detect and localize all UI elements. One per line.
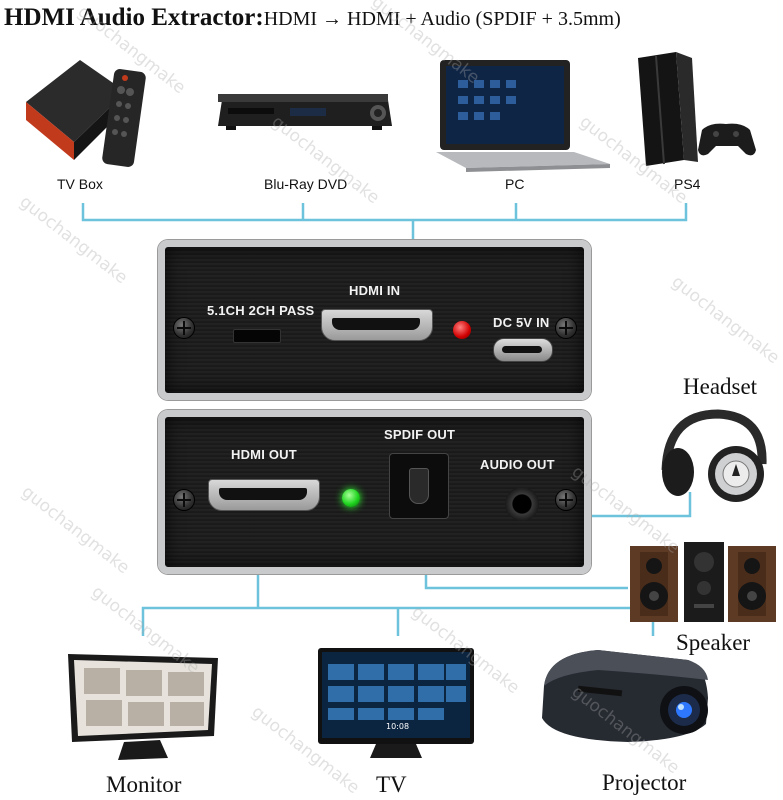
title-main: HDMI Audio Extractor: (4, 4, 264, 31)
audio-out-label: AUDIO OUT (480, 457, 555, 472)
display-device-projector (538, 640, 716, 750)
speaker-icon (630, 542, 776, 622)
source-device-tv-box (18, 42, 148, 167)
display-device-monitor (64, 650, 222, 762)
source-label-pc: PC (505, 176, 525, 192)
display-label-projector: Projector (602, 770, 687, 795)
audio-device-speaker (628, 540, 780, 624)
headphones-icon (661, 409, 767, 502)
projector-icon (542, 650, 708, 742)
tv-icon (318, 648, 474, 758)
display-device-tv: 10:08 (316, 646, 476, 764)
tv-box-icon (26, 60, 146, 167)
extractor-output-panel: HDMI OUT SPDIF OUT AUDIO OUT (158, 410, 591, 574)
signal-led-icon (342, 489, 360, 507)
screw-icon (173, 317, 195, 339)
audio-label-headset: Headset (683, 374, 758, 399)
mode-switch[interactable] (233, 329, 281, 343)
source-device-bluray (216, 88, 394, 136)
page-title: HDMI Audio Extractor:HDMI → HDMI + Audio… (4, 4, 621, 32)
bluray-player-icon (218, 94, 392, 130)
title-subtitle: HDMI → HDMI + Audio (SPDIF + 3.5mm) (263, 8, 621, 30)
audio-label-speaker: Speaker (676, 630, 751, 655)
hdmi-out-port[interactable] (208, 479, 320, 511)
dc-power-port[interactable] (493, 338, 553, 362)
display-label-tv: TV (376, 772, 407, 797)
source-label-bluray: Blu-Ray DVD (264, 176, 348, 192)
tv-screen-time: 10:08 (386, 722, 410, 731)
source-label-ps4: PS4 (674, 176, 701, 192)
audio-device-headset (652, 408, 768, 504)
hdmi-in-port[interactable] (321, 309, 433, 341)
hdmi-in-label: HDMI IN (349, 283, 401, 298)
display-label-monitor: Monitor (106, 772, 182, 797)
power-led-icon (453, 321, 471, 339)
hdmi-out-label: HDMI OUT (231, 447, 297, 462)
screw-icon (555, 489, 577, 511)
power-label: DC 5V IN (493, 315, 550, 330)
spdif-optical-port[interactable] (389, 453, 449, 519)
laptop-icon (436, 60, 610, 172)
extractor-input-panel: 5.1CH 2CH PASS HDMI IN DC 5V IN (158, 240, 591, 400)
source-device-pc (436, 56, 612, 172)
screw-icon (173, 489, 195, 511)
game-console-icon (638, 52, 756, 166)
audio-jack-port[interactable] (505, 487, 539, 521)
switch-label: 5.1CH 2CH PASS (207, 303, 315, 318)
screw-icon (555, 317, 577, 339)
monitor-icon (68, 654, 218, 760)
source-label-tv-box: TV Box (57, 176, 103, 192)
source-device-ps4 (636, 52, 762, 168)
spdif-label: SPDIF OUT (384, 427, 456, 442)
